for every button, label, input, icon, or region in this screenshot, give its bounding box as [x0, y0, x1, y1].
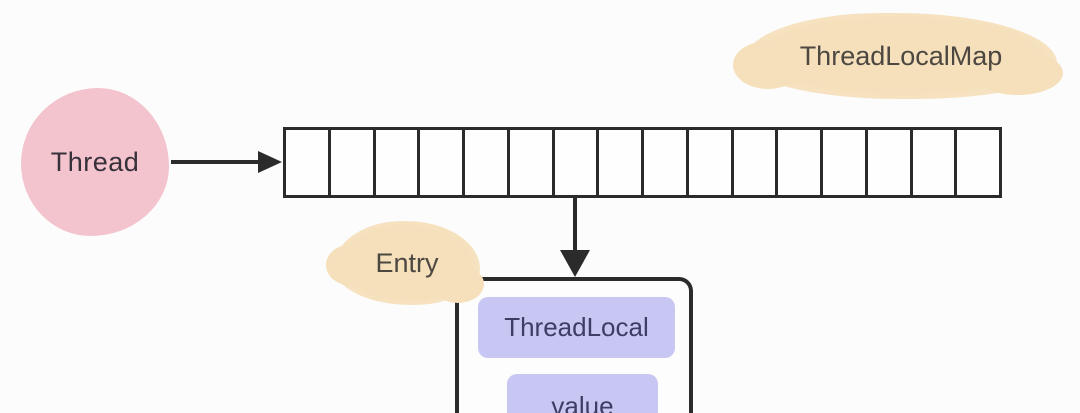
array-cell [913, 130, 958, 195]
thread-node-label: Thread [50, 146, 140, 177]
array-cell [644, 130, 689, 195]
threadlocalmap-cloud-label: ThreadLocalMap [799, 40, 1003, 71]
array-cell [778, 130, 823, 195]
array-cell [420, 130, 465, 195]
threadlocal-field-label: ThreadLocal [504, 312, 649, 342]
threadlocalmap-cloud: ThreadLocalMap [733, 13, 1063, 99]
array-cell [868, 130, 913, 195]
array-cell [599, 130, 644, 195]
array-cell [823, 130, 868, 195]
value-field-label: value [551, 390, 614, 413]
slot-array [283, 127, 1002, 198]
entry-cloud-label: Entry [375, 247, 439, 278]
thread-to-map-arrow [171, 160, 259, 164]
value-field: value [507, 374, 658, 413]
array-cell [376, 130, 421, 195]
thread-to-map-arrowhead-icon [258, 151, 282, 173]
array-cell [689, 130, 734, 195]
map-to-entry-arrowhead-icon [560, 250, 590, 277]
array-cell [957, 130, 999, 195]
map-to-entry-arrow [573, 198, 577, 252]
entry-cloud: Entry [326, 221, 484, 305]
array-cell [510, 130, 555, 195]
array-cell [286, 130, 331, 195]
threadlocal-field: ThreadLocal [478, 297, 675, 358]
array-cell [331, 130, 376, 195]
array-cell [465, 130, 510, 195]
thread-node: Thread [21, 88, 169, 236]
array-cell [555, 130, 600, 195]
array-cell [734, 130, 779, 195]
